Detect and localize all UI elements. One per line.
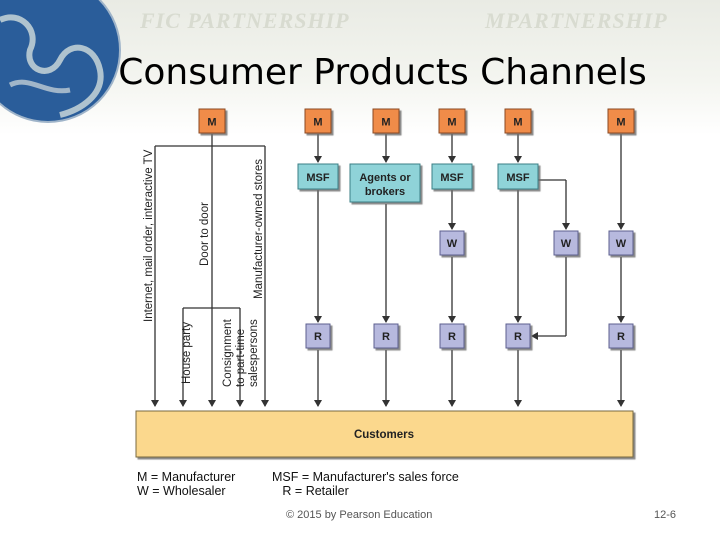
svg-text:W: W <box>616 238 627 250</box>
footer-copyright: © 2015 by Pearson Education <box>286 509 433 521</box>
consignment-label: salespersons <box>248 319 260 387</box>
svg-text:MSF: MSF <box>306 172 330 184</box>
manufacturer-stores-label: Manufacturer-owned stores <box>253 159 265 299</box>
globe-image <box>0 0 121 123</box>
svg-text:MSF: MSF <box>440 172 464 184</box>
svg-text:MSF: MSF <box>506 172 530 184</box>
agents-brokers-node: Agents or brokers <box>349 163 421 203</box>
internet-channel-label: Internet, mail order, interactive TV <box>143 149 155 322</box>
msf-node: MSF <box>497 163 539 190</box>
legend-right: MSF = Manufacturer's sales force R = Ret… <box>272 470 459 498</box>
svg-text:M: M <box>616 117 625 129</box>
svg-text:R: R <box>617 331 625 343</box>
legend-retailer: R = Retailer <box>272 484 349 498</box>
msf-node: MSF <box>297 163 339 190</box>
retailer-node: R <box>305 323 331 349</box>
msf-node: MSF <box>431 163 473 190</box>
wholesaler-node: W <box>608 230 634 256</box>
manufacturer-node: M <box>304 108 332 134</box>
svg-text:R: R <box>314 331 322 343</box>
svg-text:M: M <box>447 117 456 129</box>
house-party-label: House party <box>181 322 193 384</box>
connector-lines <box>151 134 625 407</box>
legend-wholesaler: W = Wholesaler <box>137 484 226 498</box>
legend-msf: MSF = Manufacturer's sales force <box>272 470 459 484</box>
manufacturer-node: M <box>372 108 400 134</box>
door-to-door-label: Door to door <box>199 202 211 266</box>
page-number: 12-6 <box>654 509 677 521</box>
svg-text:M: M <box>207 117 216 129</box>
banner-word: FIC PARTNERSHIP <box>140 8 350 33</box>
manufacturer-node: M <box>607 108 635 134</box>
legend-left: M = Manufacturer W = Wholesaler <box>137 470 235 498</box>
retailer-node: R <box>505 323 531 349</box>
svg-text:Customers: Customers <box>354 429 414 441</box>
manufacturer-node: M <box>198 108 226 134</box>
slide-title: Consumer Products Channels <box>118 52 647 93</box>
consignment-label: to part-time <box>235 329 247 387</box>
svg-text:M: M <box>381 117 390 129</box>
svg-text:R: R <box>514 331 522 343</box>
svg-text:W: W <box>561 238 572 250</box>
svg-text:M: M <box>513 117 522 129</box>
svg-text:R: R <box>448 331 456 343</box>
header-banner: FIC PARTNERSHIP MPARTNERSHIP <box>0 0 720 135</box>
svg-text:M: M <box>313 117 322 129</box>
manufacturer-node: M <box>504 108 532 134</box>
wholesaler-node: W <box>439 230 465 256</box>
manufacturer-node: M <box>438 108 466 134</box>
retailer-node: R <box>608 323 634 349</box>
svg-text:brokers: brokers <box>365 186 405 198</box>
retailer-node: R <box>439 323 465 349</box>
wholesaler-node: W <box>553 230 579 256</box>
svg-text:W: W <box>447 238 458 250</box>
svg-text:R: R <box>382 331 390 343</box>
svg-text:Agents or: Agents or <box>359 172 411 184</box>
customers-node: Customers <box>135 410 634 458</box>
legend-manufacturer: M = Manufacturer <box>137 470 236 484</box>
consignment-label: Consignment <box>222 318 234 387</box>
banner-word: MPARTNERSHIP <box>485 8 668 33</box>
retailer-node: R <box>373 323 399 349</box>
